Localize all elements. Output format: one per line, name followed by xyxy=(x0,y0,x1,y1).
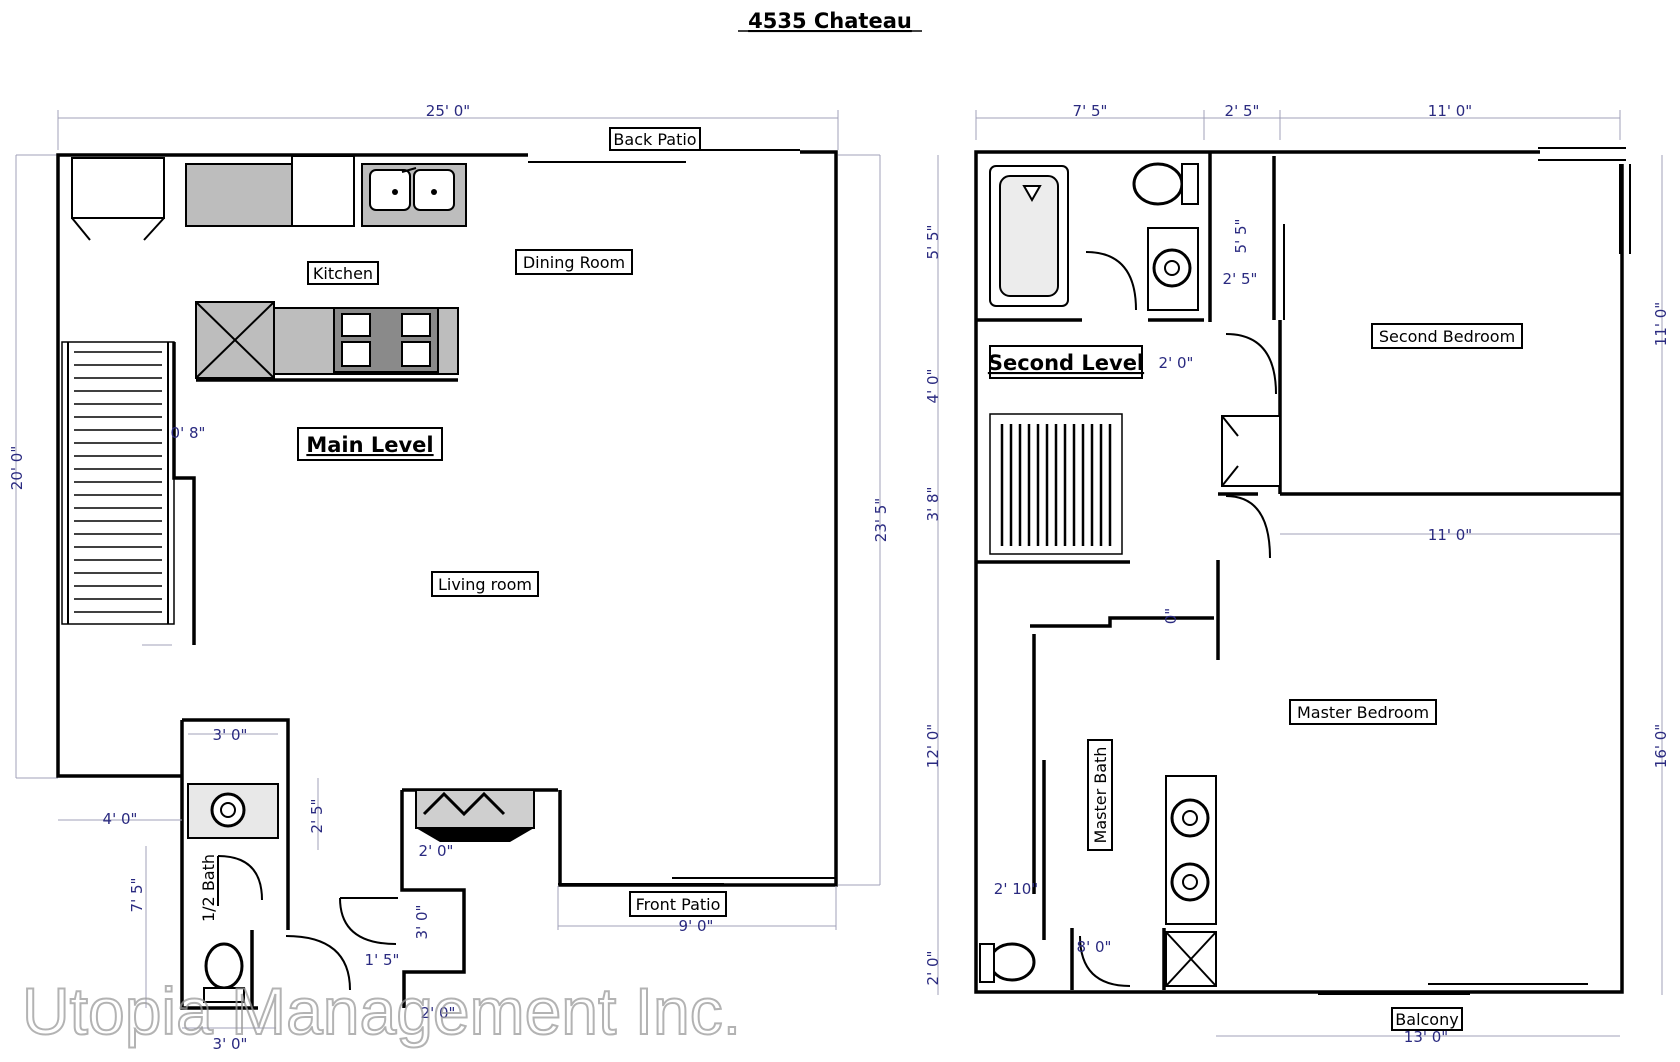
dim-second-top-b: 2' 5" xyxy=(1225,102,1260,120)
dim-main-top-width: 25' 0" xyxy=(426,102,470,120)
fireplace xyxy=(415,789,535,842)
svg-text:Front Patio: Front Patio xyxy=(636,895,721,914)
main-level-plan: 25' 0" 20' 0" 23' 5" 0' 8" xyxy=(8,102,890,1053)
svg-text:Back Patio: Back Patio xyxy=(613,130,696,149)
main-stairs xyxy=(61,341,196,645)
dim-second-bottom: 13' 0" xyxy=(1404,1028,1448,1046)
svg-text:Main Level: Main Level xyxy=(306,433,433,457)
dim-second-left-d: 12' 0" xyxy=(924,724,942,768)
label-balcony: Balcony xyxy=(1391,1007,1463,1031)
master-bath-fixtures xyxy=(979,775,1217,987)
label-master-bath: Master Bath xyxy=(1087,739,1113,851)
dim-closet-width: 3' 0" xyxy=(413,905,431,940)
dim-bottom-width: 3' 0" xyxy=(213,1035,248,1053)
upper-stairs xyxy=(989,413,1123,555)
label-half-bath: 1/2 Bath xyxy=(199,854,218,922)
kitchen-fixtures xyxy=(71,155,467,382)
dim-small-a: 1' 5" xyxy=(365,951,400,969)
dim-second-right-a: 11' 0" xyxy=(1652,302,1670,346)
dim-second-left-a: 5' 5" xyxy=(924,225,942,260)
dim-main-right-height: 23' 5" xyxy=(872,498,890,542)
dim-second-left-c: 3' 8" xyxy=(924,487,942,522)
label-second-level: Second Level xyxy=(988,345,1144,379)
dim-second-hall: 2' 0" xyxy=(1159,354,1194,372)
label-back-patio: Back Patio xyxy=(609,127,701,151)
dim-closet-depth: 2' 0" xyxy=(419,842,454,860)
dim-second-left-e: 2' 0" xyxy=(924,951,942,986)
second-level-plan: 7' 5" 2' 5" 11' 0" 5' 5" 4' 0" 3' 8" 12'… xyxy=(924,102,1670,1046)
label-front-patio: Front Patio xyxy=(629,891,727,917)
dim-second-bedroom-width: 11' 0" xyxy=(1428,526,1472,544)
svg-text:Dining Room: Dining Room xyxy=(523,253,625,272)
label-second-bedroom: Second Bedroom xyxy=(1371,323,1523,349)
dim-second-right-b: 16' 0" xyxy=(1652,724,1670,768)
label-living-room: Living room xyxy=(431,571,539,597)
dim-second-closet: 8' 0" xyxy=(1077,938,1112,956)
label-kitchen: Kitchen xyxy=(307,261,379,285)
dim-second-inner-b: 2' 5" xyxy=(1223,270,1258,288)
dim-stair-offset: 0' 8" xyxy=(171,424,206,442)
dim-second-inner-a: 5' 5" xyxy=(1232,219,1250,254)
dim-front-patio-width: 9' 0" xyxy=(679,917,714,935)
svg-text:Second Level: Second Level xyxy=(988,351,1144,375)
svg-text:Master Bedroom: Master Bedroom xyxy=(1297,703,1429,722)
plan-title: 4535 Chateau xyxy=(748,9,912,33)
label-main-level: Main Level xyxy=(297,427,443,461)
dim-sink-depth: 2' 5" xyxy=(308,799,326,834)
svg-text:Kitchen: Kitchen xyxy=(313,264,373,283)
dim-second-small: 0" xyxy=(1162,608,1180,624)
dim-second-toilet-nook: 2' 10" xyxy=(994,880,1038,898)
label-dining-room: Dining Room xyxy=(515,249,633,275)
dim-second-left-b: 4' 0" xyxy=(924,369,942,404)
dim-small-b: 2' 0" xyxy=(421,1004,456,1022)
half-bath-fixtures xyxy=(187,783,398,1003)
dim-bath-height: 7' 5" xyxy=(128,878,146,913)
svg-text:Master Bath: Master Bath xyxy=(1091,747,1110,844)
dim-main-left-height: 20' 0" xyxy=(8,446,26,490)
dim-second-top-a: 7' 5" xyxy=(1073,102,1108,120)
svg-text:Second Bedroom: Second Bedroom xyxy=(1379,327,1515,346)
upper-bath-fixtures xyxy=(989,162,1199,311)
watermark: Utopia Management Inc. xyxy=(22,974,741,1048)
dim-bath-offset: 4' 0" xyxy=(103,810,138,828)
dim-bath-width: 3' 0" xyxy=(213,726,248,744)
svg-text:Living room: Living room xyxy=(438,575,532,594)
svg-text:Balcony: Balcony xyxy=(1395,1010,1458,1029)
dim-second-top-c: 11' 0" xyxy=(1428,102,1472,120)
label-master-bedroom: Master Bedroom xyxy=(1289,699,1437,725)
